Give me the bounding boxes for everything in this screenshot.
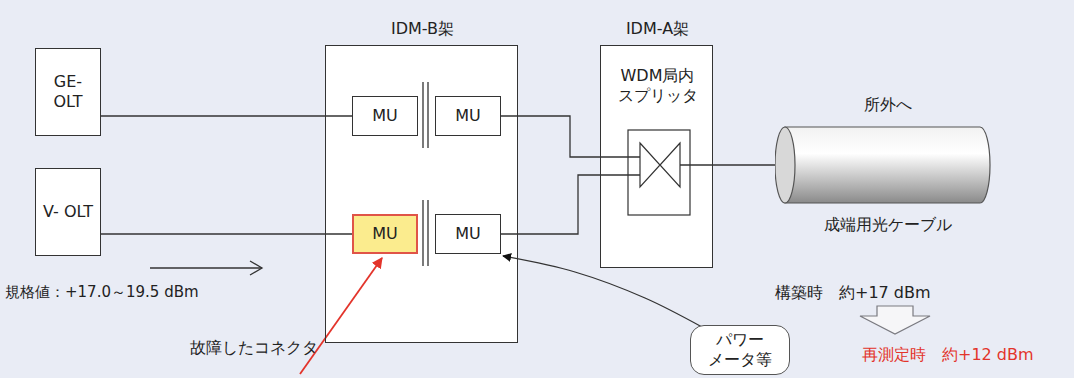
power-meter-box: パワー メータ等 xyxy=(690,325,790,375)
node-label: MU xyxy=(455,224,481,244)
cable-name: 成端用光ケーブル xyxy=(775,215,1000,235)
optical-fiber xyxy=(101,115,352,116)
faulty-mu-connector: MU xyxy=(352,214,418,254)
direction-arrow xyxy=(150,261,262,275)
rack-frame: IDM-A架WDM局内 スプリッタ xyxy=(600,45,713,268)
rack-heading: IDM-A架 xyxy=(581,19,734,39)
mu-connector: MU xyxy=(435,214,501,254)
cable-cylinder xyxy=(775,95,1000,235)
olt-box: GE- OLT xyxy=(35,48,101,136)
optical-cable: 所外へ成端用光ケーブル xyxy=(775,95,1000,235)
node-label: MU xyxy=(372,106,398,126)
rack-frame: MUMUMUMUIDM-B架 xyxy=(325,45,518,343)
olt-box: V- OLT xyxy=(35,168,101,256)
rack-fill-layer xyxy=(325,45,713,343)
adapter-line xyxy=(422,82,423,148)
optical-fiber xyxy=(680,164,785,165)
fault-label: 故障したコネクタ xyxy=(190,338,318,359)
node-label: V- OLT xyxy=(43,202,93,222)
build-value: 構築時 約+17 dBm xyxy=(775,283,931,304)
adapter-line xyxy=(427,82,428,148)
cable-body xyxy=(785,127,990,203)
measurement-lead xyxy=(503,256,702,327)
node-label: パワー メータ等 xyxy=(697,330,783,370)
adapter-line xyxy=(422,200,423,266)
optical-fiber xyxy=(501,175,640,234)
splitter-symbol xyxy=(640,143,680,187)
splitter-name: WDM局内 スプリッタ xyxy=(605,66,710,106)
adapter-line xyxy=(427,200,428,266)
mu-connector: MU xyxy=(435,96,501,136)
edge-layer xyxy=(101,116,785,327)
node-label: GE- OLT xyxy=(42,72,94,112)
cable-end xyxy=(775,127,795,203)
mu-connector: MU xyxy=(352,96,418,136)
node-label: MU xyxy=(455,106,481,126)
spec-note: 規格値：+17.0～19.5 dBm xyxy=(5,283,199,302)
remeasure-value: 再測定時 約+12 dBm xyxy=(862,345,1034,366)
arrow-head xyxy=(250,261,262,275)
splitter-housing xyxy=(628,130,690,215)
destination-label: 所外へ xyxy=(775,95,1000,115)
optical-fiber xyxy=(501,116,640,157)
node-label: MU xyxy=(372,224,398,244)
rack-heading: IDM-B架 xyxy=(306,19,539,39)
arrow-shaft xyxy=(150,267,262,268)
adapter-symbol xyxy=(423,82,428,266)
splitter-layer xyxy=(628,130,690,215)
change-arrow xyxy=(860,306,930,334)
optical-fiber xyxy=(101,233,352,234)
